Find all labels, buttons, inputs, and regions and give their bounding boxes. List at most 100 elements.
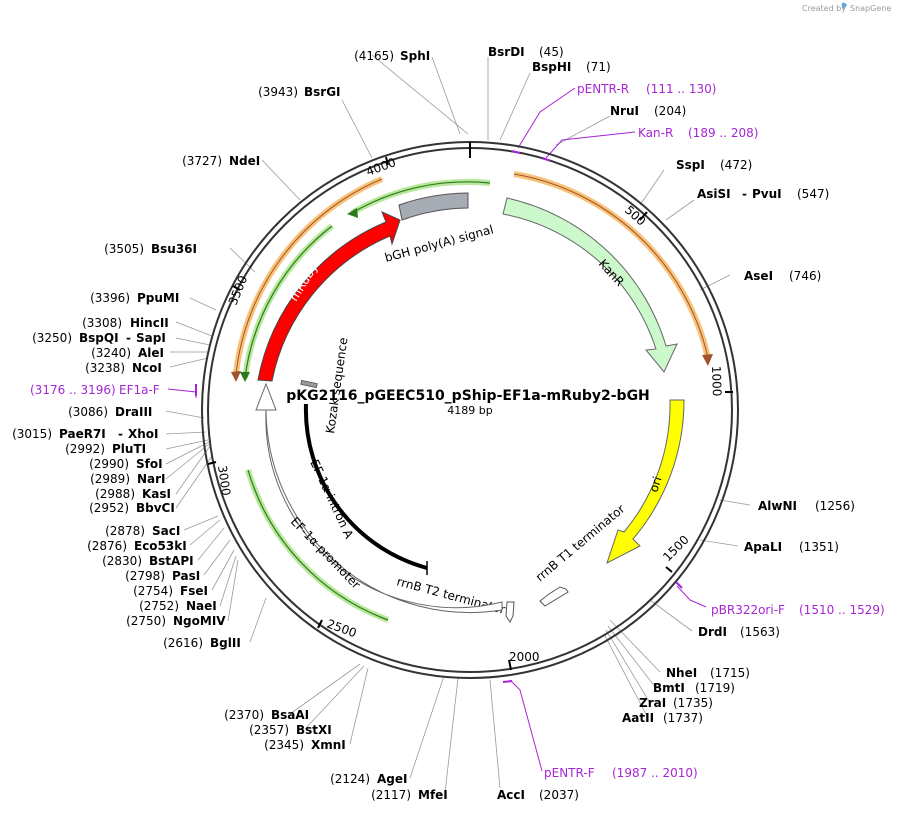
site-agei[interactable]: AgeI	[377, 772, 407, 786]
site-alwni[interactable]: AlwNI	[758, 499, 797, 513]
snapgene-logo-icon	[841, 2, 847, 9]
site-bsu36i-pos: (3505)	[104, 242, 144, 256]
site-apali[interactable]: ApaLI	[744, 540, 782, 554]
site-nari-pos: (2989)	[90, 472, 130, 486]
right-sites: BsrDI (45) BspHI (71) NruI (204) SspI (4…	[488, 45, 855, 802]
site-saci[interactable]: SacI	[152, 524, 180, 538]
site-nrui[interactable]: NruI	[610, 104, 639, 118]
site-naei-pos: (2752)	[139, 599, 179, 613]
site-nari[interactable]: NarI	[137, 472, 166, 486]
site-kasi[interactable]: KasI	[142, 487, 171, 501]
kanr-feature[interactable]	[502, 197, 678, 373]
ori-feature[interactable]	[606, 399, 685, 565]
site-nhei-pos: (1715)	[710, 666, 750, 680]
site-draiii[interactable]: DraIII	[115, 405, 152, 419]
site-bspqi[interactable]: BspQI	[79, 331, 119, 345]
site-pvui-name[interactable]: PvuI	[752, 187, 782, 201]
site-alei-pos: (3240)	[91, 346, 131, 360]
site-paer7i-pos: (3015)	[12, 427, 52, 441]
site-bbvci[interactable]: BbvCI	[136, 501, 175, 515]
tick-label-1500: 1500	[660, 533, 691, 564]
site-eco53ki-pos: (2876)	[87, 539, 127, 553]
site-bsu36i[interactable]: Bsu36I	[151, 242, 197, 256]
site-asisi[interactable]: AsiSI	[697, 187, 731, 201]
primer-pentr-f[interactable]: pENTR-F	[544, 766, 595, 780]
site-bstxi[interactable]: BstXI	[296, 723, 332, 737]
site-ncoi[interactable]: NcoI	[132, 361, 162, 375]
site-eco53ki[interactable]: Eco53kI	[134, 539, 187, 553]
site-bmti-pos: (1719)	[695, 681, 735, 695]
site-ngomiv-pos: (2750)	[126, 614, 166, 628]
site-paer7i[interactable]: PaeR7I	[59, 427, 106, 441]
site-bspqi-pos: (3250)	[32, 331, 72, 345]
site-pvui[interactable]: -	[742, 187, 747, 201]
site-apali-pos: (1351)	[799, 540, 839, 554]
promoter-line-left	[244, 225, 333, 379]
site-sfoi[interactable]: SfoI	[136, 457, 163, 471]
site-fsei[interactable]: FseI	[180, 584, 208, 598]
site-zrai[interactable]: ZraI	[639, 696, 666, 710]
site-bsaai-pos: (2370)	[224, 708, 264, 722]
site-sfoi-pos: (2990)	[89, 457, 129, 471]
bgh-polya-feature[interactable]	[398, 192, 469, 221]
site-bsphi[interactable]: BspHI	[532, 60, 571, 74]
ef1a-intron-feature[interactable]	[303, 403, 428, 570]
site-sspi-pos: (472)	[720, 158, 752, 172]
primer-pentr-r[interactable]: pENTR-R	[577, 82, 629, 96]
rrnb-t2-feature[interactable]	[505, 601, 515, 623]
site-xmni[interactable]: XmnI	[311, 738, 346, 752]
primer-ef1a-f[interactable]: EF1a-F	[119, 383, 160, 397]
site-xhoi-dash: -	[118, 427, 123, 441]
site-alwni-pos: (1256)	[815, 499, 855, 513]
ef1a-intron-label: EF-1α intron A	[307, 457, 356, 541]
site-pluti[interactable]: PluTI	[112, 442, 146, 456]
plasmid-length: 4189 bp	[447, 404, 492, 417]
site-hincii[interactable]: HincII	[130, 316, 169, 330]
primer-kan-r-range: (189 .. 208)	[688, 126, 758, 140]
site-acci-pos: (2037)	[539, 788, 579, 802]
site-bsrdi[interactable]: BsrDI	[488, 45, 525, 59]
site-sphi[interactable]: SphI	[400, 49, 430, 63]
primer-lines	[167, 87, 707, 772]
site-alei[interactable]: AleI	[138, 346, 164, 360]
site-ppumi[interactable]: PpuMI	[137, 291, 179, 305]
site-drdi[interactable]: DrdI	[698, 625, 727, 639]
site-pluti-pos: (2992)	[65, 442, 105, 456]
site-bsrgi[interactable]: BsrGI	[304, 85, 341, 99]
site-ndei[interactable]: NdeI	[229, 154, 260, 168]
site-mfei-pos: (2117)	[371, 788, 411, 802]
rrnb-t1-feature[interactable]	[539, 586, 569, 607]
mruby2-feature[interactable]	[257, 211, 401, 382]
site-xhoi[interactable]: XhoI	[128, 427, 159, 441]
site-bstapi[interactable]: BstAPI	[149, 554, 194, 568]
primer-kan-r[interactable]: Kan-R	[638, 126, 673, 140]
site-bmti[interactable]: BmtI	[653, 681, 685, 695]
site-bsaai[interactable]: BsaAI	[271, 708, 309, 722]
site-asisi-pos: (547)	[797, 187, 829, 201]
site-fsei-pos: (2754)	[133, 584, 173, 598]
site-asei[interactable]: AseI	[744, 269, 773, 283]
primer-pentr-f-range: (1987 .. 2010)	[612, 766, 698, 780]
promoter-line-bottom	[247, 469, 389, 621]
site-aatii[interactable]: AatII	[622, 711, 654, 725]
primer-pbr322ori-f[interactable]: pBR322ori-F	[711, 603, 785, 617]
site-sspi[interactable]: SspI	[676, 158, 705, 172]
site-sapi[interactable]: SapI	[136, 331, 166, 345]
site-saci-pos: (2878)	[105, 524, 145, 538]
ef1a-promoter-feature[interactable]	[255, 382, 503, 614]
site-ndei-pos: (3727)	[182, 154, 222, 168]
site-mfei[interactable]: MfeI	[418, 788, 448, 802]
bgh-polya-label: bGH poly(A) signal	[383, 222, 495, 265]
site-ngomiv[interactable]: NgoMIV	[173, 614, 226, 628]
site-bglii[interactable]: BglII	[210, 636, 241, 650]
site-naei[interactable]: NaeI	[186, 599, 217, 613]
kozak-feature[interactable]	[300, 379, 318, 389]
site-nhei[interactable]: NheI	[666, 666, 697, 680]
site-acci[interactable]: AccI	[497, 788, 525, 802]
site-asei-pos: (746)	[789, 269, 821, 283]
promoter-arrow-top	[347, 208, 358, 218]
site-nrui-pos: (204)	[654, 104, 686, 118]
site-pasi[interactable]: PasI	[172, 569, 200, 583]
tick-label-2000: 2000	[509, 650, 540, 664]
